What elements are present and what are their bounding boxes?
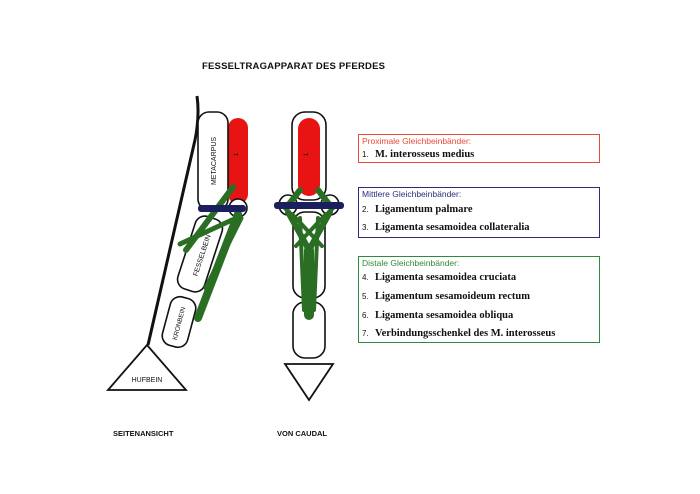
interosseus-marker-caudal: 1 <box>304 152 310 156</box>
legend-distale: Distale Gleichbeinbänder: 4.Ligamenta se… <box>358 256 600 343</box>
side-view: METACARPUS 1 FESSELBEIN KRONBEIN HUFBEIN <box>106 95 248 391</box>
legend-item: 1.M. interosseus medius <box>362 149 475 160</box>
diagram-title: FESSELTRAGAPPARAT DES PFERDES <box>202 61 386 72</box>
legend-item: 7.Verbindungsschenkel des M. interosseus <box>362 328 556 339</box>
hufbein-caudal <box>283 363 335 402</box>
legend-mittlere-header: Mittlere Gleichbeinbänder: <box>362 189 462 199</box>
interosseus-marker-side: 1 <box>234 152 240 156</box>
distal-ligaments-side <box>177 184 244 322</box>
legend-item: 5.Ligamentum sesamoideum rectum <box>362 291 530 302</box>
caption-side-view: SEITENANSICHT <box>113 429 174 438</box>
palmar-ligament-caudal <box>274 202 344 209</box>
interosseus-side <box>228 118 248 204</box>
hufbein-label: HUFBEIN <box>132 377 163 384</box>
metacarpus-label: METACARPUS <box>211 137 218 185</box>
legend-distale-header: Distale Gleichbeinbänder: <box>362 258 460 268</box>
legend-item: 6.Ligamenta sesamoidea obliqua <box>362 310 514 321</box>
hufbein-bone <box>106 343 188 391</box>
caudal-view: 1 <box>274 111 344 402</box>
palmar-ligament-side <box>198 205 246 212</box>
legend-proximal-header: Proximale Gleichbeinbänder: <box>362 136 472 146</box>
legend-item: 4.Ligamenta sesamoidea cruciata <box>362 272 517 283</box>
legend-mittlere: Mittlere Gleichbeinbänder: 2.Ligamentum … <box>358 187 600 238</box>
caption-caudal-view: VON CAUDAL <box>277 429 327 438</box>
kronbein-bone <box>161 295 197 349</box>
legend-item: 3.Ligamenta sesamoidea collateralia <box>362 222 530 233</box>
legend-proximal: Proximale Gleichbeinbänder: 1.M. interos… <box>358 134 600 163</box>
legend-item: 2.Ligamentum palmare <box>362 204 473 215</box>
interosseus-caudal <box>298 118 320 196</box>
